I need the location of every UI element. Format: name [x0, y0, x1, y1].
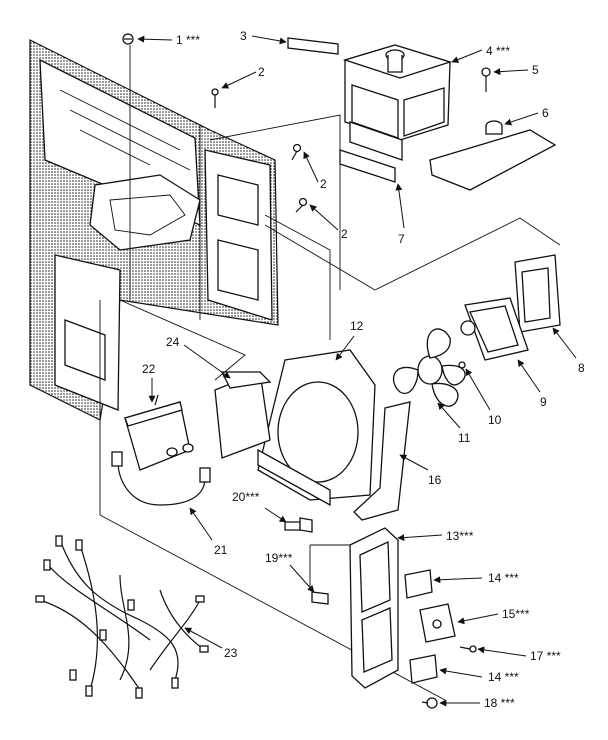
callout-5: 5 — [532, 63, 539, 77]
callout-3: 3 — [240, 29, 247, 43]
part-9-fan-motor — [460, 297, 529, 361]
callout-24: 24 — [166, 335, 180, 349]
part-19-20-screws — [284, 517, 329, 605]
callout-17: 17 *** — [530, 649, 561, 663]
assembly-lines — [99, 45, 561, 701]
part-1-screw — [122, 33, 134, 45]
callout-leaders — [137, 35, 577, 707]
part-17-screw — [459, 645, 477, 653]
part-4-magnetron — [342, 44, 453, 161]
callout-7: 7 — [398, 232, 405, 246]
callout-10: 10 — [488, 413, 502, 427]
part-6-thermostat — [485, 120, 503, 135]
part-23-wire-harness — [35, 535, 209, 699]
callout-22: 22 — [142, 362, 156, 376]
part-13-switch-bracket — [309, 527, 399, 689]
callout-1: 1 *** — [176, 33, 200, 47]
part-15-switch — [419, 603, 456, 643]
callout-15: 15*** — [502, 607, 530, 621]
callout-23: 23 — [224, 646, 238, 660]
callout-labels: 1 *** 2 2 2 3 4 *** 5 6 7 8 9 10 11 12 1… — [142, 29, 585, 710]
callout-9: 9 — [540, 395, 547, 409]
part-2-screws — [211, 88, 308, 213]
part-3-bar — [287, 37, 339, 55]
callout-2-b: 2 — [320, 177, 327, 191]
part-5-screw — [481, 67, 491, 92]
part-8-bracket — [514, 254, 561, 333]
part-14-switch-bottom — [409, 654, 438, 684]
part-14-switch-top — [404, 569, 433, 599]
part-24-insulator — [214, 371, 272, 459]
callout-11: 11 — [458, 431, 471, 445]
callout-12: 12 — [350, 319, 364, 333]
part-7-bracket — [339, 129, 557, 191]
callout-2-c: 2 — [341, 227, 348, 241]
callout-8: 8 — [578, 361, 585, 375]
callout-4: 4 *** — [486, 44, 510, 58]
callout-18: 18 *** — [484, 696, 515, 710]
cabinet-chassis — [29, 39, 279, 421]
callout-21: 21 — [214, 543, 228, 557]
callout-20: 20*** — [232, 490, 260, 504]
callout-6: 6 — [542, 106, 549, 120]
part-22-capacitor — [124, 394, 194, 471]
callout-19: 19*** — [265, 551, 293, 565]
callout-14-b: 14 *** — [488, 670, 519, 684]
callout-14-a: 14 *** — [488, 571, 519, 585]
part-21-cable — [111, 451, 211, 506]
part-18-screw — [421, 697, 438, 709]
callout-13: 13*** — [446, 529, 474, 543]
part-16-duct — [353, 401, 411, 521]
callout-16: 16 — [428, 473, 442, 487]
part-11-fan-blade — [392, 328, 466, 407]
callout-2-a: 2 — [258, 65, 265, 79]
part-12-fan-shroud — [257, 349, 376, 507]
